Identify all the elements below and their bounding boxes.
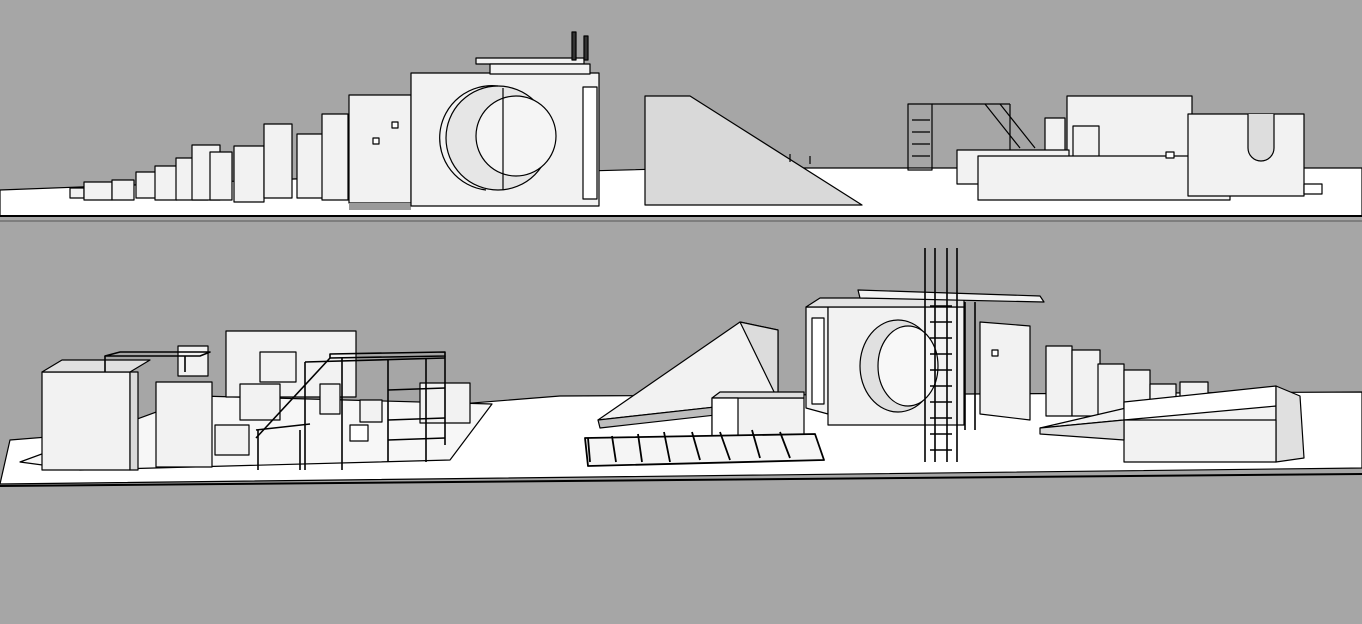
diving-platform [475, 31, 591, 75]
half-pipe [1187, 113, 1323, 197]
pipe-cube [805, 297, 965, 426]
low-wall [1039, 385, 1305, 463]
stepped-blocks [69, 113, 349, 203]
block-cluster [41, 330, 471, 471]
pipe-cube [410, 72, 600, 207]
perspective-view [0, 248, 1362, 487]
elevation-view [0, 31, 1362, 222]
ladder-frame [907, 103, 1036, 171]
ramp [644, 95, 863, 206]
fence-row [584, 429, 825, 467]
ladder [924, 248, 976, 462]
wall-with-windows [348, 94, 412, 210]
back-wall [979, 321, 1031, 421]
platform-top [857, 289, 1045, 303]
low-wall [956, 95, 1231, 201]
scaffold-frame [104, 351, 446, 470]
